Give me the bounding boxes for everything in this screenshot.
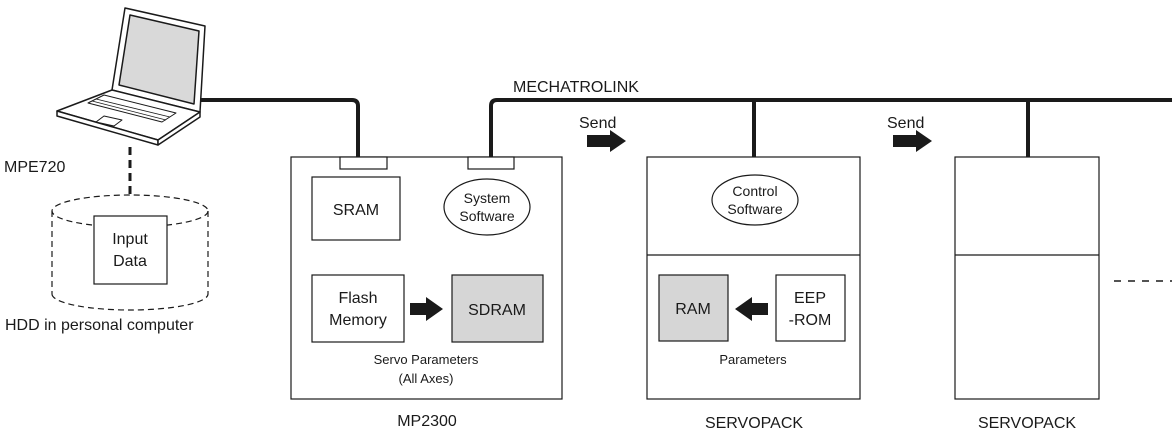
- mpe720-label: MPE720: [4, 159, 65, 176]
- flash-memory-line1: Flash: [338, 290, 377, 307]
- input-data-line2: Data: [113, 253, 147, 270]
- sdram-box: [451, 274, 544, 343]
- control-software-line2: Software: [727, 201, 782, 217]
- system-software-line2: Software: [459, 208, 514, 224]
- mp2300-port-2: [467, 156, 515, 170]
- eeprom-line1: EEP: [794, 290, 826, 307]
- eeprom-line2: -ROM: [789, 312, 832, 329]
- sram-label: SRAM: [333, 202, 379, 219]
- send-label-2: Send: [887, 115, 924, 132]
- system-software-line1: System: [464, 190, 511, 206]
- sram-box: [311, 176, 401, 241]
- system-software-oval: [443, 178, 531, 236]
- mp2300-name: MP2300: [397, 413, 457, 430]
- mp2300-port-1: [339, 156, 388, 170]
- mechatrolink-bus: [489, 98, 1172, 157]
- servopack-2-name: SERVOPACK: [978, 415, 1076, 432]
- mechatrolink-label: MECHATROLINK: [513, 79, 639, 96]
- servopack-2-unit: [954, 156, 1100, 400]
- hdd-caption: HDD in personal computer: [5, 317, 194, 334]
- pc-cable: [200, 98, 360, 157]
- eeprom-to-ram-arrow: [735, 297, 768, 321]
- send-arrow-2: [893, 130, 932, 152]
- control-software-line1: Control: [732, 183, 777, 199]
- sdram-label: SDRAM: [468, 302, 526, 319]
- input-data-box: [93, 215, 168, 285]
- send-arrow-1: [587, 130, 626, 152]
- control-software-oval: [711, 174, 799, 226]
- flash-memory-box: [311, 274, 405, 343]
- ram-label: RAM: [675, 301, 711, 318]
- parameters-caption: Parameters: [719, 352, 787, 367]
- ram-box: [658, 274, 729, 342]
- servopack-1-name: SERVOPACK: [705, 415, 803, 432]
- eeprom-box: [775, 274, 846, 342]
- flash-to-sdram-arrow: [410, 297, 443, 321]
- laptop-icon: [56, 7, 206, 146]
- flash-memory-line2: Memory: [329, 312, 387, 329]
- servo-parameters-line2: (All Axes): [399, 371, 454, 386]
- servo-parameters-line1: Servo Parameters: [374, 352, 479, 367]
- input-data-line1: Input: [112, 231, 148, 248]
- send-label-1: Send: [579, 115, 616, 132]
